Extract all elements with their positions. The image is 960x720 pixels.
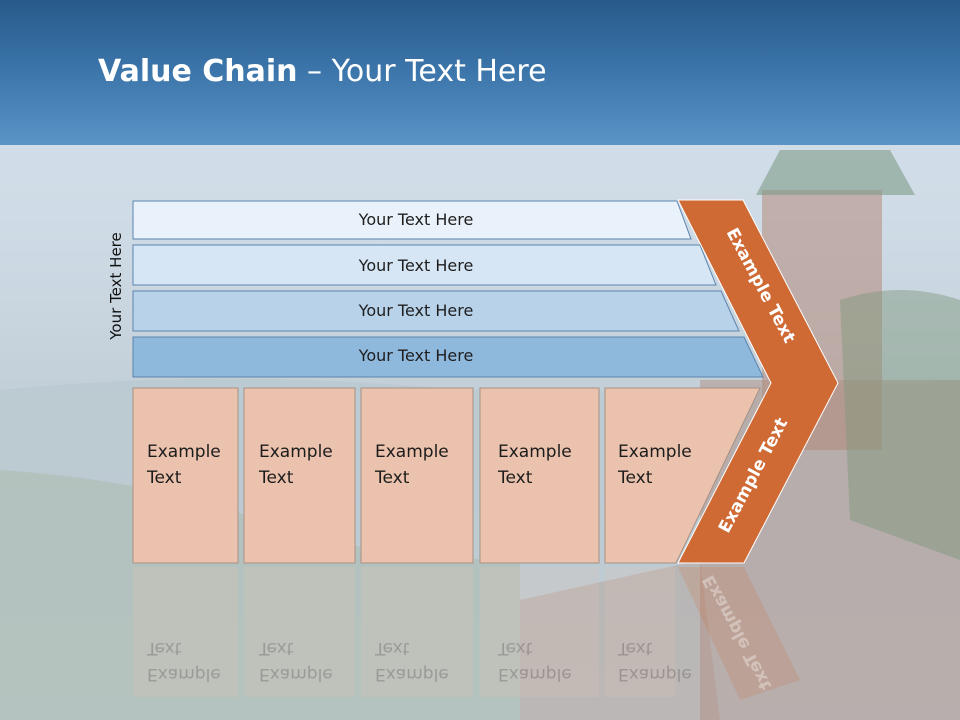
- support-row-1-label: Your Text Here: [358, 210, 474, 229]
- primary-box-1[interactable]: [132, 387, 239, 564]
- slide-title: Value Chain – Your Text Here: [98, 54, 547, 89]
- reflection: [133, 567, 800, 700]
- support-row-3-label: Your Text Here: [358, 301, 474, 320]
- reflection-label-1: Example Text: [147, 638, 221, 684]
- primary-box-4-label: Example Text: [498, 442, 572, 488]
- margin-chevron[interactable]: [677, 199, 839, 564]
- reflection-label-5: Example Text: [618, 638, 692, 684]
- primary-box-2-label: Example Text: [259, 442, 333, 488]
- reflection-label-2: Example Text: [259, 638, 333, 684]
- primary-box-4[interactable]: [479, 387, 600, 564]
- reflection-label-3: Example Text: [375, 638, 449, 684]
- title-bar: [0, 0, 960, 145]
- title-rest: – Your Text Here: [297, 54, 547, 89]
- support-row-2-label: Your Text Here: [358, 256, 474, 275]
- reflection-label-4: Example Text: [498, 638, 572, 684]
- primary-box-1-label: Example Text: [147, 442, 221, 488]
- support-row-3[interactable]: [132, 290, 740, 332]
- primary-box-3[interactable]: [360, 387, 474, 564]
- support-row-4-label: Your Text Here: [358, 346, 474, 365]
- primary-box-3-label: Example Text: [375, 442, 449, 488]
- title-bold: Value Chain: [98, 54, 298, 89]
- primary-box-5-label: Example Text: [618, 442, 692, 488]
- support-row-2[interactable]: [132, 244, 717, 286]
- primary-box-2[interactable]: [243, 387, 356, 564]
- primary-box-5[interactable]: [604, 387, 761, 564]
- support-row-4[interactable]: [132, 336, 764, 378]
- support-row-1[interactable]: [132, 200, 692, 240]
